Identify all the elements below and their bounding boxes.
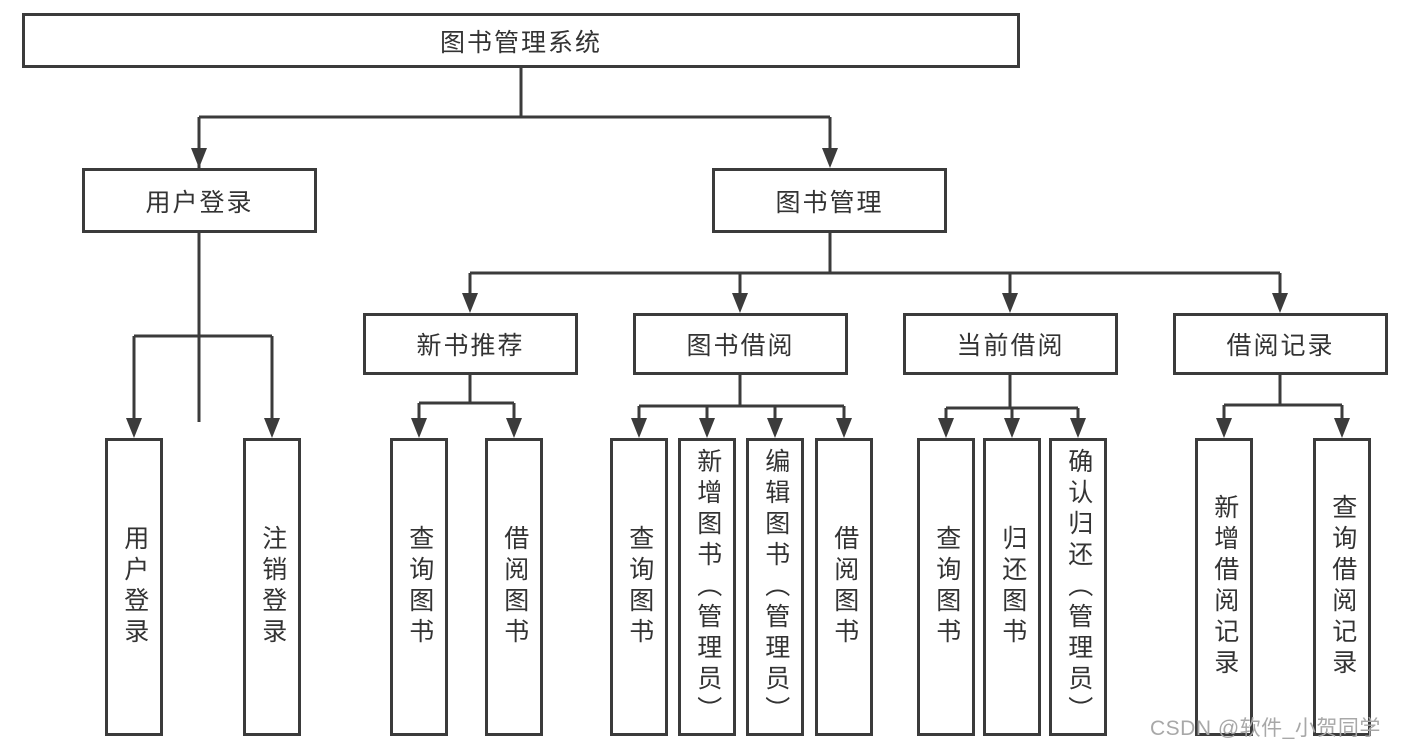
leaf-return-books-label: 归还图书: [998, 525, 1027, 649]
leaf-borrow-books-recommend-label: 借阅图书: [500, 525, 529, 649]
leaf-return-books: 归还图书: [983, 438, 1041, 736]
leaf-borrow-books: 借阅图书: [815, 438, 873, 736]
leaf-confirm-return-admin: 确认归还（管理员）: [1049, 438, 1107, 736]
leaf-borrow-books-recommend: 借阅图书: [485, 438, 543, 736]
leaf-edit-books-admin: 编辑图书（管理员）: [746, 438, 804, 736]
node-book-management: 图书管理: [712, 168, 947, 233]
leaf-query-borrow-record-label: 查询借阅记录: [1328, 494, 1357, 680]
leaf-add-books-admin: 新增图书（管理员）: [678, 438, 736, 736]
leaf-user-login-label: 用户登录: [120, 525, 149, 649]
leaf-user-login: 用户登录: [105, 438, 163, 736]
node-user-login: 用户登录: [82, 168, 317, 233]
leaf-query-books-borrow-label: 查询图书: [625, 525, 654, 649]
leaf-borrow-books-label: 借阅图书: [830, 525, 859, 649]
leaf-query-books-borrow: 查询图书: [610, 438, 668, 736]
leaf-query-books-current-label: 查询图书: [932, 525, 961, 649]
node-borrow-records: 借阅记录: [1173, 313, 1388, 375]
node-book-borrow: 图书借阅: [633, 313, 848, 375]
leaf-query-books-recommend-label: 查询图书: [405, 525, 434, 649]
leaf-add-borrow-record-label: 新增借阅记录: [1210, 494, 1239, 680]
node-library-system: 图书管理系统: [22, 13, 1020, 68]
leaf-add-books-admin-label: 新增图书（管理员）: [693, 447, 722, 727]
leaf-confirm-return-admin-label: 确认归还（管理员）: [1064, 447, 1093, 727]
node-current-borrow: 当前借阅: [903, 313, 1118, 375]
csdn-watermark: CSDN @软件_小贺同学: [1150, 717, 1381, 740]
leaf-add-borrow-record: 新增借阅记录: [1195, 438, 1253, 736]
leaf-logout: 注销登录: [243, 438, 301, 736]
leaf-edit-books-admin-label: 编辑图书（管理员）: [761, 447, 790, 727]
leaf-query-books-current: 查询图书: [917, 438, 975, 736]
leaf-query-borrow-record: 查询借阅记录: [1313, 438, 1371, 736]
leaf-query-books-recommend: 查询图书: [390, 438, 448, 736]
leaf-logout-label: 注销登录: [258, 525, 287, 649]
node-new-book-recommend: 新书推荐: [363, 313, 578, 375]
